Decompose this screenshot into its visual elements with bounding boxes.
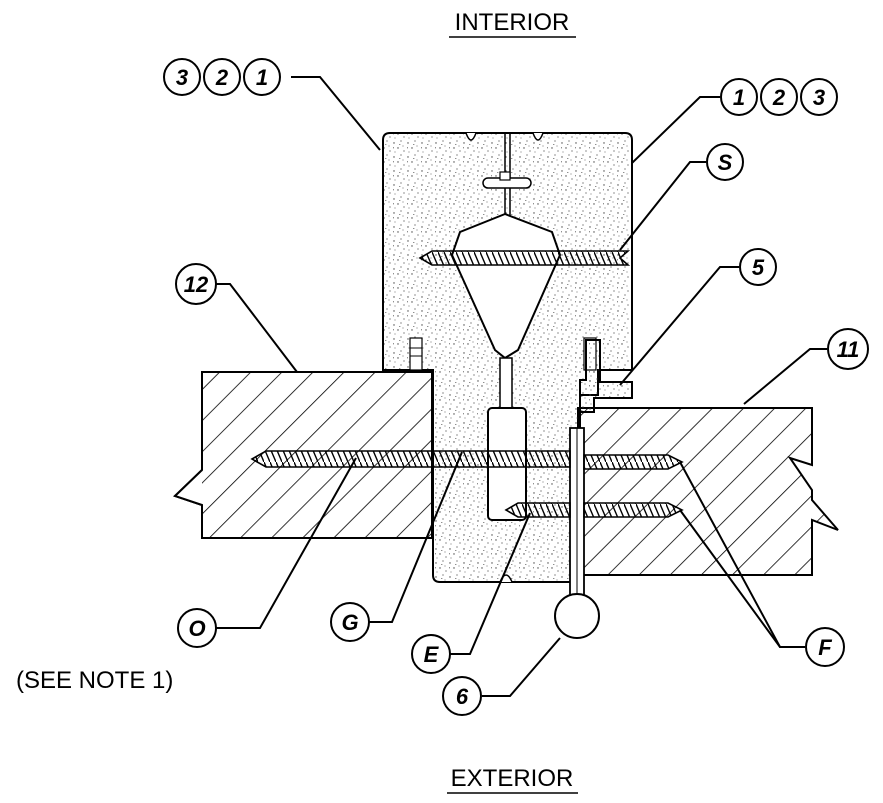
callout-group-right: 1 2 3 xyxy=(720,78,838,116)
svg-text:F: F xyxy=(818,635,832,660)
callout-o: O xyxy=(177,608,217,648)
svg-text:O: O xyxy=(188,616,205,641)
svg-text:12: 12 xyxy=(184,272,209,297)
screw-f-upper xyxy=(583,454,684,470)
callout-g: G xyxy=(330,602,370,642)
callout-left-1: 1 xyxy=(256,65,268,90)
callout-group-left: 3 2 1 xyxy=(163,58,281,96)
svg-text:G: G xyxy=(341,610,358,635)
exterior-label: EXTERIOR xyxy=(451,765,574,792)
wood-member-right xyxy=(577,407,839,576)
svg-text:6: 6 xyxy=(456,684,469,709)
screw-s xyxy=(418,250,631,266)
svg-text:5: 5 xyxy=(752,255,765,280)
callout-e: E xyxy=(411,634,451,674)
svg-text:11: 11 xyxy=(837,337,860,362)
callout-12: 12 xyxy=(175,263,217,305)
see-note-label: (SEE NOTE 1) xyxy=(16,667,173,694)
leader-lines xyxy=(216,76,827,697)
callout-left-3: 3 xyxy=(176,65,188,90)
seal-5 xyxy=(579,339,633,413)
callout-6: 6 xyxy=(442,676,482,716)
callout-11: 11 xyxy=(827,328,869,370)
callout-right-1: 1 xyxy=(733,85,745,110)
screw-o xyxy=(250,450,571,468)
callout-right-3: 3 xyxy=(813,85,825,110)
callout-5: 5 xyxy=(739,248,777,286)
callout-s: S xyxy=(706,143,744,181)
callout-left-2: 2 xyxy=(215,65,229,90)
interior-label: INTERIOR xyxy=(455,9,570,36)
svg-text:E: E xyxy=(424,642,440,667)
callout-f: F xyxy=(805,627,845,667)
screw-e xyxy=(504,502,684,518)
callout-right-2: 2 xyxy=(772,85,786,110)
svg-text:S: S xyxy=(718,150,733,175)
